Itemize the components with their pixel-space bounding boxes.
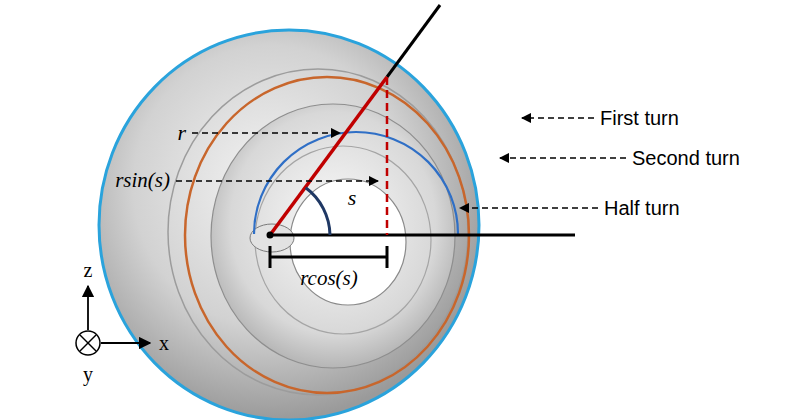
axis-label: y: [83, 363, 93, 385]
leader-arrow: [192, 132, 340, 134]
leader-arrow: [176, 180, 378, 182]
radius-line: [270, 77, 387, 235]
leader-arrow: [460, 207, 598, 209]
height-label: rsin(s): [115, 169, 170, 192]
leader-arrow: [522, 117, 594, 119]
height-line: [386, 77, 389, 235]
dimension-tick: [386, 246, 389, 268]
into-page-symbol: [76, 331, 100, 355]
turn-label: First turn: [600, 107, 679, 129]
leader-arrow: [500, 157, 626, 159]
first-turn-curve: [99, 30, 479, 420]
dimension-tick: [269, 246, 272, 268]
z-axis-arrow: [87, 286, 89, 330]
into-page-symbol: [80, 335, 96, 351]
turn-label: Half turn: [604, 197, 680, 219]
ray-extension: [387, 5, 440, 77]
axis-label: x: [159, 332, 169, 354]
x-reference-line: [270, 234, 575, 237]
x-axis-arrow: [101, 342, 150, 344]
half-turn-curve: [254, 132, 458, 234]
dimension-bar: [270, 256, 387, 259]
center-hole: [290, 179, 406, 305]
angle-label: s: [348, 186, 357, 210]
radius-label: r: [177, 121, 186, 145]
base-label: rcos(s): [300, 267, 358, 290]
turn-shading: [168, 69, 468, 395]
outer-turn: [99, 30, 479, 420]
tube-end: [250, 224, 294, 252]
turn-label: Second turn: [632, 147, 740, 169]
origin-dot: [267, 232, 274, 239]
axis-label: z: [84, 259, 93, 281]
angle-arc: [306, 188, 330, 235]
into-page-symbol: [80, 335, 96, 351]
